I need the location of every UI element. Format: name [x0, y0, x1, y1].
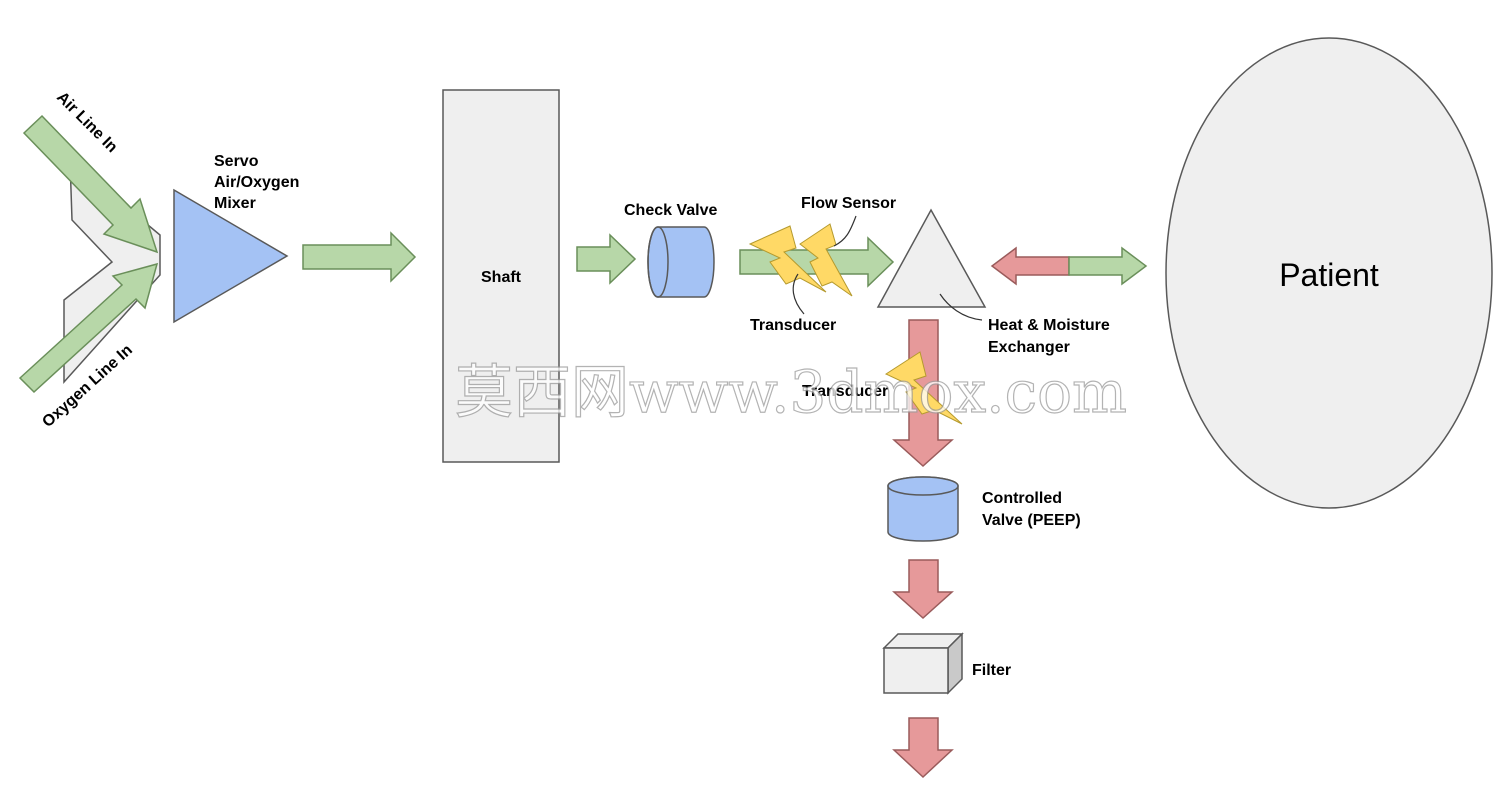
transducer-top-label: Transducer — [750, 317, 836, 334]
servo-mixer-triangle — [173, 188, 289, 324]
peep-label-line2: Valve (PEEP) — [982, 512, 1081, 529]
hme-callout-line — [939, 293, 983, 321]
arrow-mixer-to-shaft — [302, 231, 417, 283]
hme-label-line1: Heat & Moisture — [988, 317, 1110, 334]
shaft-box — [442, 89, 560, 463]
expiratory-arrow-to-hme — [990, 246, 1070, 286]
check-valve-label: Check Valve — [624, 202, 718, 219]
transducer-bottom-lightning-icon — [884, 351, 963, 425]
arrow-shaft-to-check-valve — [576, 233, 637, 285]
transducer-lightning-icon — [748, 225, 827, 293]
check-valve — [647, 226, 715, 298]
hme-label-line2: Exchanger — [988, 339, 1070, 356]
flow-sensor-label: Flow Sensor — [801, 195, 896, 212]
patient-ellipse — [1165, 37, 1493, 509]
transducer-top-callout-line — [792, 273, 805, 315]
oxygen-line-arrow — [18, 262, 159, 394]
inspiratory-arrow-to-patient — [1068, 246, 1148, 286]
flow-sensor-lightning-icon — [799, 223, 853, 297]
transducer-bottom-label: Transducer — [802, 383, 888, 400]
filter-box — [882, 632, 964, 695]
air-line-arrow — [22, 114, 159, 254]
hme-triangle — [876, 208, 987, 308]
shaft-label: Shaft — [481, 269, 522, 286]
flow-sensor-callout-line — [833, 215, 857, 247]
mixer-label-line1: Servo — [214, 153, 259, 170]
patient-label: Patient — [1279, 257, 1379, 293]
arrow-peep-to-filter — [892, 559, 954, 620]
mixer-label-line2: Air/Oxygen — [214, 174, 299, 191]
filter-label: Filter — [972, 662, 1011, 679]
peep-label-line1: Controlled — [982, 490, 1062, 507]
mixer-label-line3: Mixer — [214, 195, 256, 212]
watermark-text: 莫西网www.3dmox.com — [455, 358, 1127, 426]
peep-valve — [887, 476, 959, 542]
exhaust-arrow — [892, 717, 954, 779]
